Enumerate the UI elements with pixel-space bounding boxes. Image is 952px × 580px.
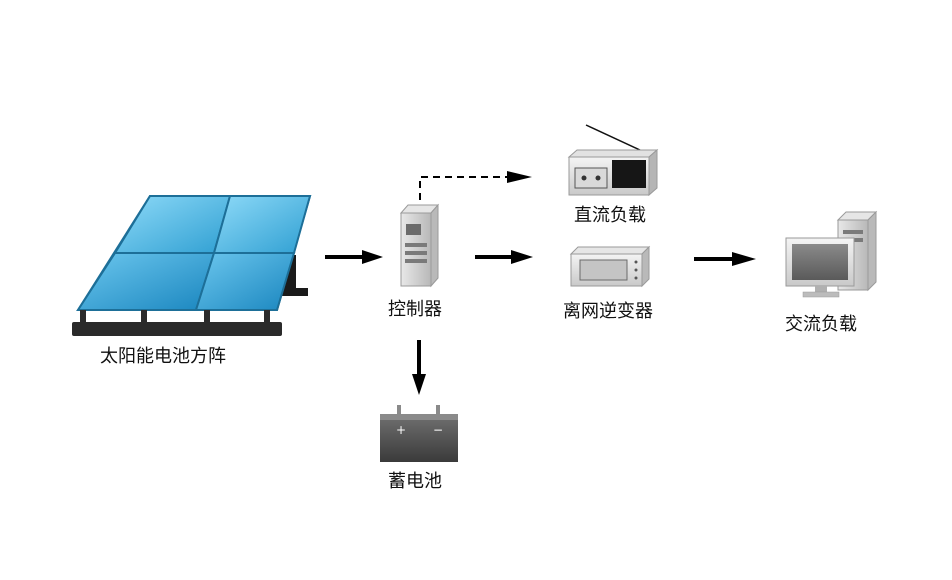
arrow-controller-to-dc-load <box>419 171 532 200</box>
arrow-controller-to-battery <box>412 340 426 395</box>
controller-icon <box>399 203 440 288</box>
battery-icon: + − <box>380 405 458 462</box>
arrow-solar-to-controller <box>325 250 383 264</box>
battery-label: 蓄电池 <box>388 471 442 492</box>
ac-load-label: 交流负载 <box>785 314 857 335</box>
battery-plus-sign: + <box>396 423 406 437</box>
solar-array-label: 太阳能电池方阵 <box>100 346 226 367</box>
battery-minus-sign: − <box>433 423 443 437</box>
arrow-controller-to-inverter <box>475 250 533 264</box>
solar-panel-icon <box>72 195 312 336</box>
radio-icon <box>567 124 659 197</box>
dc-load-label: 直流负载 <box>574 205 646 226</box>
inverter-label: 离网逆变器 <box>563 301 653 322</box>
arrow-inverter-to-ac-load <box>694 252 756 266</box>
controller-label: 控制器 <box>388 299 442 320</box>
computer-icon <box>785 210 878 298</box>
inverter-icon <box>569 245 651 288</box>
